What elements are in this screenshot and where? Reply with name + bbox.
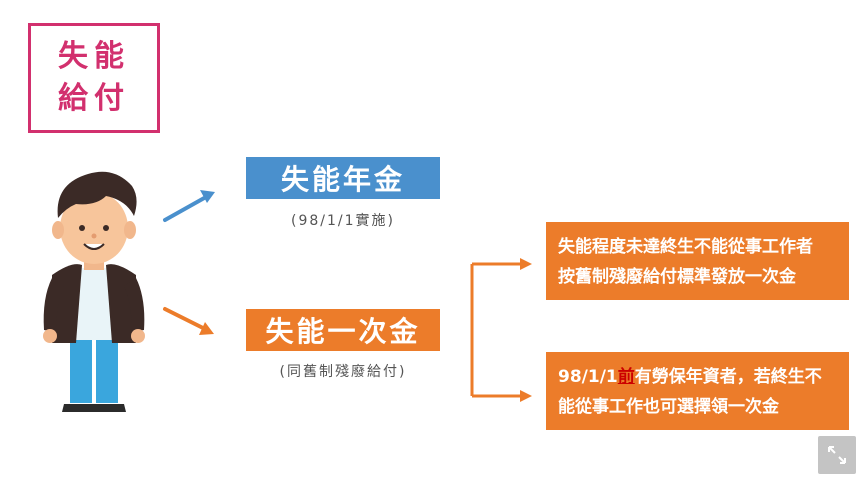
person-left-hand (43, 329, 57, 343)
person-right-ear (124, 221, 136, 239)
info-bottom-highlight: 前 (618, 367, 635, 387)
lump-sum-note: (同舊制殘廢給付) (246, 361, 440, 381)
lump-sum-label-box: 失能一次金 (246, 309, 440, 351)
info-box-bottom: 98/1/1前有勞保年資者，若終生不 能從事工作也可選擇領一次金 (546, 352, 849, 430)
info-bottom-suffix: 有勞保年資者，若終生不 (635, 367, 822, 387)
arrow-to-lump-sum (165, 309, 214, 335)
lump-sum-label: 失能一次金 (265, 310, 420, 350)
info-bottom-line-1: 98/1/1前有勞保年資者，若終生不 (558, 362, 839, 392)
info-bottom-line-2: 能從事工作也可選擇領一次金 (558, 392, 839, 422)
person-left-ear (52, 221, 64, 239)
annuity-label-box: 失能年金 (246, 157, 440, 199)
person-right-eye (103, 225, 109, 231)
info-top-line-1: 失能程度未達終生不能從事工作者 (558, 232, 839, 262)
arrow-to-annuity (165, 190, 215, 220)
info-box-top: 失能程度未達終生不能從事工作者 按舊制殘廢給付標準發放一次金 (546, 222, 849, 300)
person-left-eye (79, 225, 85, 231)
annuity-label: 失能年金 (281, 158, 405, 198)
annuity-note: (98/1/1實施) (246, 210, 440, 230)
bracket-arrows (472, 258, 532, 402)
info-top-line-2: 按舊制殘廢給付標準發放一次金 (558, 262, 839, 292)
person-right-hand (131, 329, 145, 343)
person-right-leg (96, 335, 118, 403)
person-left-leg (70, 335, 92, 403)
person-right-shoe (94, 404, 126, 412)
person-illustration (43, 172, 145, 412)
person-left-shoe (62, 404, 94, 412)
expand-icon (827, 445, 847, 465)
info-bottom-date: 98/1/1 (558, 367, 618, 387)
person-nose (92, 234, 97, 239)
expand-button[interactable] (818, 436, 856, 474)
